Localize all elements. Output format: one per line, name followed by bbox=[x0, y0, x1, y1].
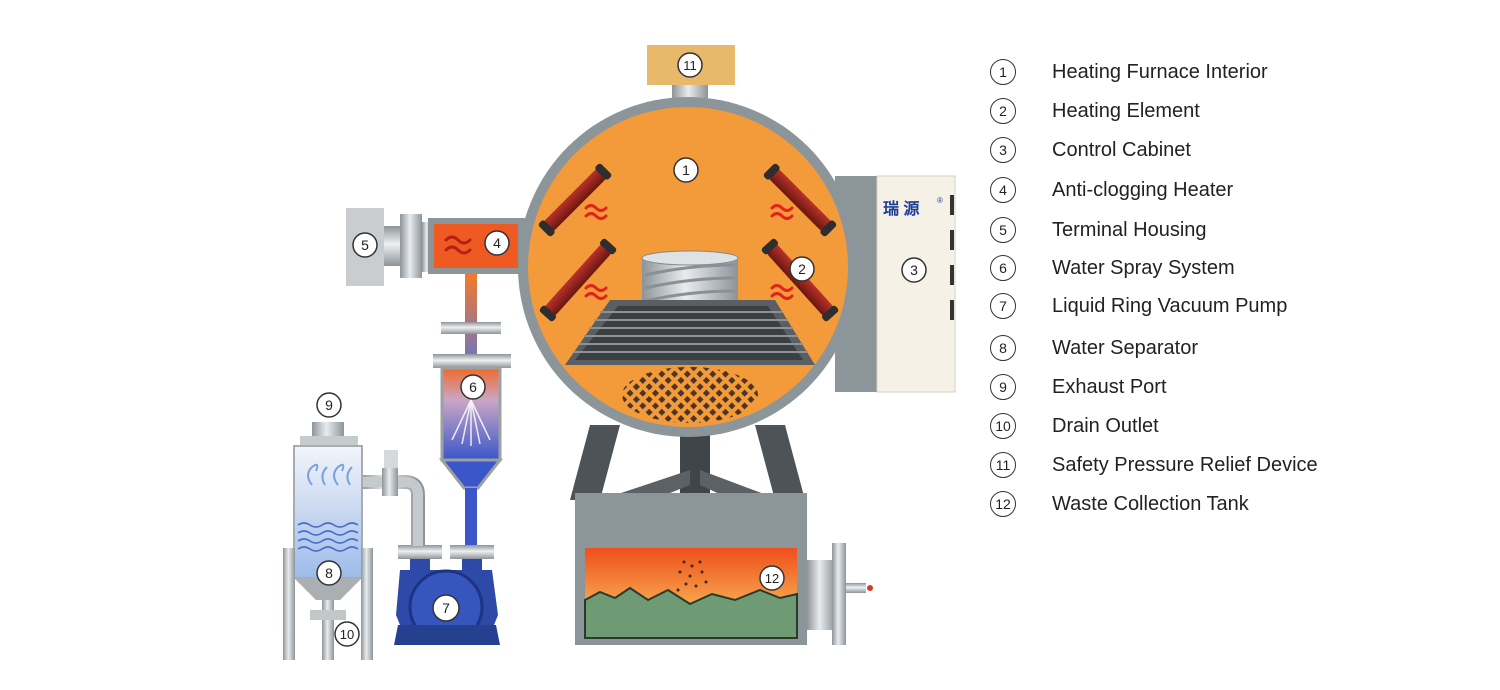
marker-6: 6 bbox=[460, 374, 486, 400]
brand-logo: 瑞 源 bbox=[883, 199, 919, 218]
legend-label: Safety Pressure Relief Device bbox=[1052, 453, 1318, 476]
flange-connector bbox=[384, 214, 432, 278]
svg-text:2: 2 bbox=[798, 261, 806, 277]
svg-text:6: 6 bbox=[469, 379, 477, 395]
legend-number: 12 bbox=[990, 491, 1016, 517]
legend-label: Control Cabinet bbox=[1052, 138, 1191, 161]
marker-11: 11 bbox=[677, 52, 703, 78]
legend-label: Water Separator bbox=[1052, 336, 1198, 359]
legend-number: 3 bbox=[990, 137, 1016, 163]
legend-item-5: 5 Terminal Housing bbox=[990, 212, 1207, 248]
separator-pump-pipe bbox=[360, 450, 425, 546]
heat-wave-icons bbox=[584, 204, 794, 300]
marker-10: 10 bbox=[334, 621, 360, 647]
legend-item-7: 7 Liquid Ring Vacuum Pump bbox=[990, 288, 1287, 324]
svg-text:4: 4 bbox=[493, 235, 501, 251]
marker-1: 1 bbox=[673, 157, 699, 183]
legend-label: Waste Collection Tank bbox=[1052, 492, 1249, 515]
legend-number: 4 bbox=[990, 177, 1016, 203]
legend-number: 7 bbox=[990, 293, 1016, 319]
water-separator bbox=[283, 422, 373, 660]
legend-item-2: 2 Heating Element bbox=[990, 93, 1200, 129]
svg-text:3: 3 bbox=[910, 262, 918, 278]
legend-label: Anti-clogging Heater bbox=[1052, 178, 1234, 201]
anti-clogging-heater bbox=[428, 218, 528, 274]
legend-number: 11 bbox=[990, 452, 1016, 478]
legend-item-6: 6 Water Spray System bbox=[990, 250, 1235, 286]
legend-number: 8 bbox=[990, 335, 1016, 361]
marker-5: 5 bbox=[352, 232, 378, 258]
vapor-pipe bbox=[433, 274, 511, 374]
legend-label: Heating Element bbox=[1052, 99, 1200, 122]
furnace-rack bbox=[565, 300, 815, 365]
legend-label: Exhaust Port bbox=[1052, 375, 1167, 398]
svg-text:1: 1 bbox=[682, 162, 690, 178]
heating-furnace bbox=[518, 97, 858, 437]
legend-number: 10 bbox=[990, 413, 1016, 439]
svg-text:9: 9 bbox=[325, 397, 333, 413]
marker-9: 9 bbox=[316, 392, 342, 418]
support-frame bbox=[570, 425, 805, 540]
legend-item-11: 11 Safety Pressure Relief Device bbox=[990, 447, 1318, 483]
legend-number: 6 bbox=[990, 255, 1016, 281]
legend-number: 5 bbox=[990, 217, 1016, 243]
legend-label: Water Spray System bbox=[1052, 256, 1235, 279]
marker-8: 8 bbox=[316, 560, 342, 586]
waste-collection-tank bbox=[575, 493, 873, 645]
legend-label: Liquid Ring Vacuum Pump bbox=[1052, 294, 1288, 317]
svg-text:8: 8 bbox=[325, 565, 333, 581]
legend-label: Heating Furnace Interior bbox=[1052, 60, 1268, 83]
legend-label: Drain Outlet bbox=[1052, 414, 1159, 437]
marker-4: 4 bbox=[484, 230, 510, 256]
legend-item-10: 10 Drain Outlet bbox=[990, 408, 1159, 444]
legend-item-12: 12 Waste Collection Tank bbox=[990, 486, 1249, 522]
marker-7: 7 bbox=[432, 594, 460, 622]
legend-item-3: 3 Control Cabinet bbox=[990, 132, 1191, 168]
legend-item-1: 1 Heating Furnace Interior bbox=[990, 54, 1268, 90]
legend-item-4: 4 Anti-clogging Heater bbox=[990, 172, 1233, 208]
svg-text:11: 11 bbox=[683, 58, 697, 73]
legend-item-8: 8 Water Separator bbox=[990, 330, 1198, 366]
marker-3: 3 bbox=[901, 257, 927, 283]
legend-label: Terminal Housing bbox=[1052, 218, 1207, 241]
legend-number: 9 bbox=[990, 374, 1016, 400]
legend-number: 1 bbox=[990, 59, 1016, 85]
legend-number: 2 bbox=[990, 98, 1016, 124]
svg-text:10: 10 bbox=[340, 627, 354, 642]
svg-text:12: 12 bbox=[765, 571, 779, 586]
svg-text:7: 7 bbox=[442, 600, 450, 616]
marker-2: 2 bbox=[789, 256, 815, 282]
marker-12: 12 bbox=[759, 565, 785, 591]
legend-item-9: 9 Exhaust Port bbox=[990, 369, 1167, 405]
brand-registered-mark: ® bbox=[937, 196, 943, 205]
svg-text:5: 5 bbox=[361, 237, 369, 253]
